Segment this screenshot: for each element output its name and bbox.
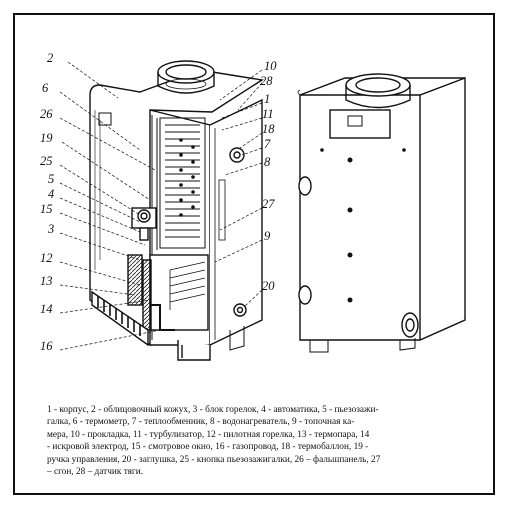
legend-line: - искровой электрод, 15 - смотровое окно… (47, 442, 369, 453)
water-heater-port (229, 147, 245, 163)
boiler-rear-view (297, 73, 466, 353)
boiler-feet (177, 340, 211, 361)
exchanger-fins (165, 124, 200, 238)
callout-5: 5 (48, 172, 54, 186)
section-hatch (127, 254, 143, 306)
legend-line: мера, 10 - прокладка, 11 - турбулизатор,… (47, 429, 370, 440)
legend-line: ручка управления, 20 - заглушка, 25 - кн… (47, 454, 381, 465)
callout-6: 6 (42, 81, 49, 95)
callout-1: 1 (264, 92, 270, 106)
callout-11: 11 (262, 107, 274, 121)
legend-line: галка, 6 - термометр, 7 - теплообменник,… (47, 417, 355, 428)
legend-line: 1 - корпус, 2 - облицовочный кожух, 3 - … (47, 405, 379, 415)
gas-pipe (150, 304, 175, 331)
callout-15: 15 (40, 202, 53, 216)
callout-20: 20 (262, 279, 275, 293)
callout-10: 10 (264, 59, 277, 73)
callout-9: 9 (264, 229, 271, 243)
heat-exchanger (159, 117, 206, 249)
callout-13: 13 (40, 274, 53, 288)
callout-2: 2 (47, 51, 53, 65)
legend-line: – сгон, 28 – датчик тяги. (47, 467, 144, 478)
combustion-chamber (149, 254, 209, 331)
callout-25: 25 (40, 154, 53, 168)
rear-feet (309, 338, 416, 353)
gas-automatics (131, 207, 157, 241)
callout-19: 19 (40, 131, 53, 145)
callout-28: 28 (260, 74, 273, 88)
callout-26: 26 (40, 107, 53, 121)
callout-16: 16 (40, 339, 53, 353)
flue-collar (157, 60, 215, 94)
callout-27: 27 (262, 197, 275, 211)
rear-fasteners (320, 148, 406, 303)
boiler-cutaway-view (89, 60, 264, 361)
drain-plug (233, 303, 247, 317)
callout-18: 18 (262, 122, 275, 136)
rear-plate (329, 109, 391, 139)
callout-leaders (59, 61, 263, 351)
parts-legend: 1 - корпус, 2 - облицовочный кожух, 3 - … (47, 404, 462, 478)
callout-7: 7 (264, 137, 271, 151)
burner-tubes (169, 261, 206, 310)
rear-pipe-connections (298, 176, 419, 338)
turbulators (179, 138, 195, 217)
rear-flue-collar (345, 73, 411, 109)
callout-3: 3 (47, 222, 54, 236)
base-grille (91, 290, 149, 347)
callout-12: 12 (40, 251, 53, 265)
callout-8: 8 (264, 155, 271, 169)
callout-4: 4 (48, 187, 54, 201)
callout-14: 14 (40, 302, 53, 316)
